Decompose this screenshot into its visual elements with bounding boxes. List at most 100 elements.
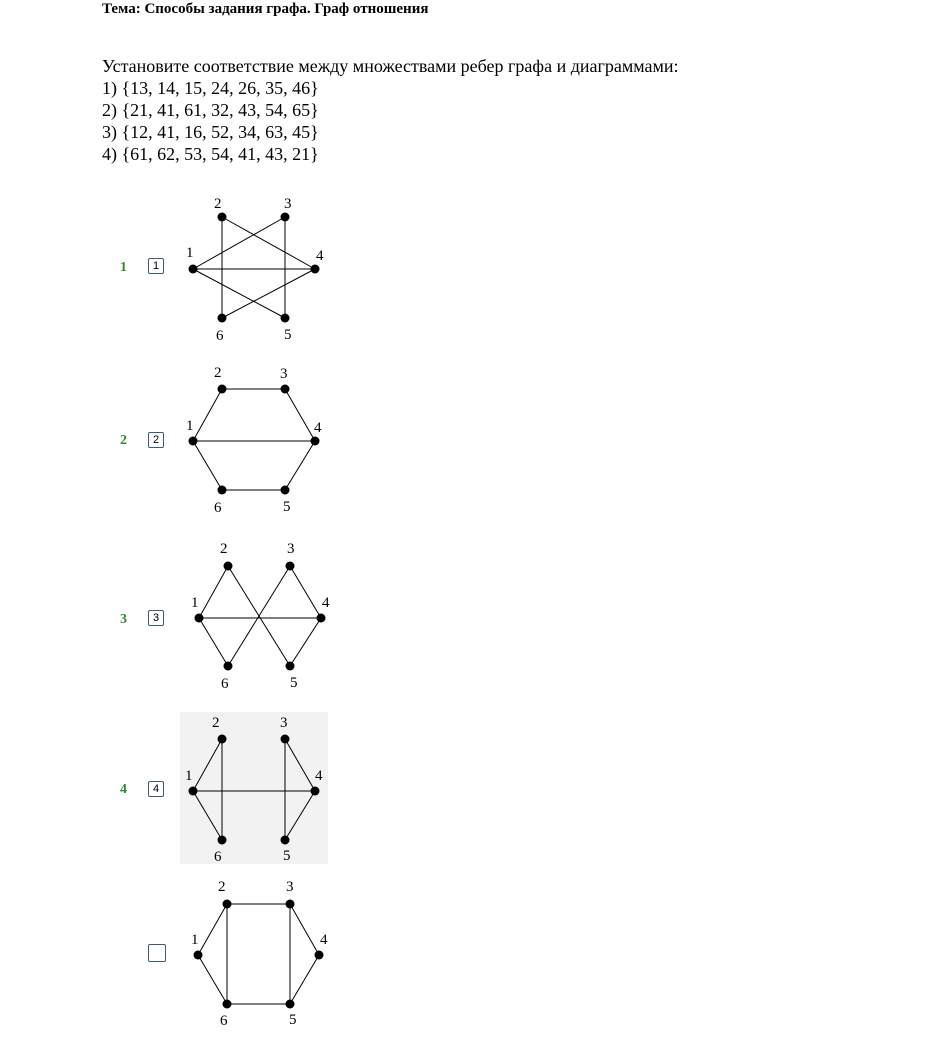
graph-vertex-5 — [280, 835, 290, 845]
graph-edge-1-5 — [192, 268, 286, 319]
graph-vertex-3 — [280, 384, 290, 394]
vertex-label-3: 3 — [284, 196, 292, 212]
vertex-label-5: 5 — [284, 327, 292, 343]
graph-vertex-1 — [194, 613, 204, 623]
vertex-label-5: 5 — [290, 675, 298, 691]
graph-vertex-6 — [222, 999, 232, 1009]
graph-vertex-2 — [222, 899, 232, 909]
vertex-label-2: 2 — [212, 715, 220, 731]
vertex-label-3: 3 — [287, 541, 295, 557]
graph-vertex-3 — [280, 212, 290, 222]
vertex-label-2: 2 — [214, 196, 222, 212]
edge-set-3: 3) {12, 41, 16, 52, 34, 63, 45} — [102, 122, 319, 142]
graph-edge-3-4 — [289, 903, 320, 956]
vertex-label-6: 6 — [214, 849, 222, 865]
vertex-label-6: 6 — [216, 328, 224, 344]
graph-vertex-2 — [217, 734, 227, 744]
vertex-label-5: 5 — [289, 1012, 297, 1028]
answer-input[interactable]: 2 — [148, 432, 164, 448]
graph-vertex-1 — [188, 436, 198, 446]
graph-diagram-5: 1 2 3 4 5 6 — [191, 879, 328, 1029]
answer-input[interactable]: 3 — [148, 610, 164, 626]
graph-vertex-3 — [285, 899, 295, 909]
task-prompt: Установите соответствие между множествам… — [102, 56, 679, 76]
graph-vertex-5 — [280, 313, 290, 323]
answer-input[interactable] — [148, 944, 166, 962]
edge-set-2: 2) {21, 41, 61, 32, 43, 54, 65} — [102, 100, 319, 120]
vertex-label-2: 2 — [214, 365, 222, 381]
graph-vertex-1 — [193, 950, 203, 960]
vertex-label-4: 4 — [314, 420, 322, 436]
graph-vertex-4 — [316, 613, 326, 623]
diagram-background — [180, 712, 328, 864]
vertex-label-1: 1 — [186, 245, 194, 261]
graph-edge-1-6 — [192, 790, 223, 841]
graph-vertex-2 — [217, 212, 227, 222]
row-number: 2 — [120, 433, 127, 448]
graph-edge-6-1 — [197, 954, 228, 1005]
vertex-label-3: 3 — [286, 879, 294, 895]
graph-edge-6-1 — [192, 440, 223, 491]
graph-vertex-6 — [217, 313, 227, 323]
graph-edge-3-4 — [284, 388, 316, 442]
graph-vertex-4 — [310, 786, 320, 796]
graph-vertex-4 — [310, 436, 320, 446]
graph-vertex-6 — [223, 661, 233, 671]
answer-input[interactable]: 4 — [148, 781, 164, 797]
graph-vertex-2 — [217, 384, 227, 394]
graph-vertex-4 — [310, 264, 320, 274]
graph-edge-1-2 — [192, 388, 223, 442]
graph-edge-1-2 — [197, 903, 228, 956]
graph-vertex-5 — [285, 999, 295, 1009]
vertex-label-2: 2 — [220, 541, 228, 557]
graph-edge-4-6 — [221, 268, 316, 319]
graph-edge-3-4 — [284, 738, 316, 792]
graph-edge-3-4 — [289, 565, 322, 619]
graph-edge-4-5 — [289, 954, 320, 1005]
vertex-label-1: 1 — [191, 595, 199, 611]
vertex-label-4: 4 — [322, 595, 330, 611]
vertex-label-4: 4 — [316, 248, 324, 264]
graph-edge-1-2 — [198, 565, 229, 619]
edge-set-1: 1) {13, 14, 15, 24, 26, 35, 46} — [102, 78, 319, 98]
answer-input[interactable]: 1 — [148, 258, 164, 274]
vertex-label-6: 6 — [221, 676, 229, 692]
graph-vertex-6 — [217, 485, 227, 495]
vertex-label-4: 4 — [320, 932, 328, 948]
vertex-label-5: 5 — [283, 499, 291, 515]
vertex-label-4: 4 — [315, 768, 323, 784]
graph-vertex-3 — [280, 734, 290, 744]
vertex-label-3: 3 — [280, 366, 288, 382]
graph-edge-3-6 — [227, 565, 291, 667]
row-number: 4 — [120, 782, 127, 797]
graph-edge-1-2 — [192, 738, 223, 792]
vertex-label-1: 1 — [185, 768, 193, 784]
graph-vertex-5 — [280, 485, 290, 495]
graph-edge-1-3 — [192, 216, 286, 270]
vertex-label-6: 6 — [214, 500, 222, 516]
graph-vertex-2 — [223, 561, 233, 571]
graph-diagram-1: 1 2 3 4 5 6 — [186, 196, 324, 344]
task-text: Установите соответствие между множествам… — [102, 55, 679, 165]
graph-vertex-1 — [188, 786, 198, 796]
vertex-label-3: 3 — [280, 715, 288, 731]
graph-edge-1-6 — [198, 617, 229, 667]
vertex-label-2: 2 — [218, 879, 226, 895]
graph-edge-4-5 — [284, 790, 316, 841]
vertex-label-6: 6 — [220, 1013, 228, 1029]
graph-edge-4-5 — [289, 617, 322, 667]
graph-edge-4-5 — [284, 440, 316, 491]
edge-set-4: 4) {61, 62, 53, 54, 41, 43, 21} — [102, 144, 319, 164]
graph-edge-2-4 — [221, 216, 316, 270]
graph-vertex-1 — [188, 264, 198, 274]
graph-diagram-3: 1 2 3 4 5 6 — [191, 541, 330, 692]
topic-title: Тема: Способы задания графа. Граф отноше… — [102, 1, 429, 17]
graph-diagram-4: 1 2 3 4 5 6 — [180, 712, 328, 865]
vertex-label-1: 1 — [191, 932, 199, 948]
row-number: 3 — [120, 612, 127, 627]
graph-vertex-5 — [285, 661, 295, 671]
graph-vertex-4 — [314, 950, 324, 960]
vertex-label-5: 5 — [283, 848, 291, 864]
row-number: 1 — [120, 260, 127, 275]
